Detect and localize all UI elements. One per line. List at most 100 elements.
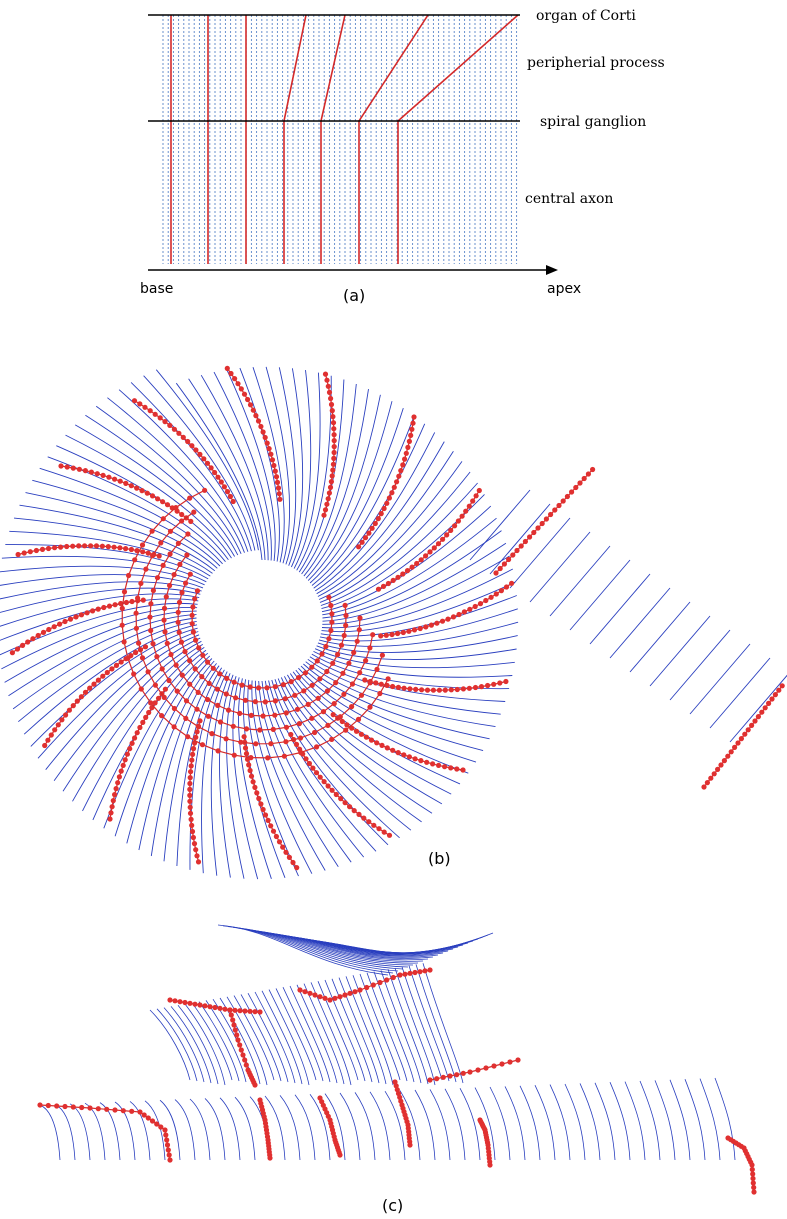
bead: [194, 588, 201, 594]
dashed-fiber-lines: [162, 15, 518, 264]
blue-fiber: [303, 983, 345, 1085]
bead: [162, 629, 168, 635]
bead: [100, 673, 106, 679]
blue-fiber: [319, 608, 518, 642]
bead: [227, 493, 233, 500]
bead: [235, 1037, 241, 1043]
bead: [413, 686, 419, 693]
bead: [193, 847, 199, 853]
bead: [742, 731, 748, 737]
bead: [478, 684, 485, 690]
bead: [409, 426, 415, 432]
bead: [117, 545, 123, 551]
bead: [384, 977, 390, 983]
bead: [422, 968, 428, 974]
bead: [329, 787, 335, 793]
blue-fiber: [282, 987, 324, 1082]
blue-fiber: [126, 658, 213, 844]
bead: [157, 415, 163, 421]
bead: [363, 658, 369, 664]
bead: [329, 619, 335, 625]
bead: [342, 602, 348, 609]
bead: [337, 1152, 343, 1158]
bead: [139, 542, 146, 548]
bead: [160, 499, 166, 505]
bead: [76, 466, 82, 472]
bead: [380, 583, 387, 590]
bead: [187, 780, 193, 787]
bead: [751, 1184, 757, 1191]
bead: [296, 675, 302, 681]
bead: [192, 1001, 198, 1007]
bead: [252, 1082, 258, 1088]
bead: [256, 795, 262, 802]
blue-fiber: [317, 635, 518, 653]
bead: [119, 622, 125, 628]
label-spiral-ganglion: spiral ganglion: [540, 114, 646, 130]
blue-fiber: [317, 451, 454, 597]
bead: [448, 765, 454, 771]
blue-fiber: [459, 1088, 481, 1161]
bead: [39, 546, 46, 553]
bead: [715, 766, 721, 773]
bead: [390, 747, 396, 753]
bead: [375, 586, 382, 592]
bead: [390, 577, 396, 584]
bead: [359, 539, 365, 545]
bead: [270, 726, 276, 733]
bead: [535, 525, 541, 531]
bead: [343, 612, 349, 619]
bead: [194, 853, 200, 859]
bead: [430, 687, 436, 693]
bead: [247, 767, 253, 774]
blue-fiber: [303, 389, 369, 577]
blue-fiber: [369, 1091, 391, 1161]
bead: [325, 496, 331, 502]
red-fiber: [397, 14, 519, 264]
bead: [301, 688, 307, 694]
blue-fiber: [549, 1084, 571, 1161]
bead: [277, 496, 283, 502]
bead: [329, 736, 335, 743]
bead: [235, 381, 241, 387]
bead: [189, 612, 195, 618]
bead: [42, 742, 48, 749]
blue-fiber: [143, 375, 256, 551]
bead: [148, 700, 154, 706]
bead: [367, 704, 373, 710]
bead: [569, 489, 575, 495]
bead: [182, 649, 188, 655]
bead: [112, 476, 118, 482]
blue-fiber: [118, 389, 249, 552]
blue-fiber: [238, 678, 272, 879]
bead: [148, 601, 154, 607]
bead: [379, 742, 385, 749]
bead: [175, 619, 181, 625]
blue-fiber: [709, 657, 771, 729]
blue-fiber: [39, 1104, 61, 1161]
bead: [274, 479, 281, 485]
bead: [485, 682, 491, 689]
red-fiber: [134, 400, 234, 502]
bead: [344, 722, 350, 728]
blue-fiber: [469, 489, 531, 561]
bead: [82, 543, 88, 549]
bead: [362, 677, 368, 683]
bead: [168, 651, 174, 658]
bead: [230, 723, 236, 729]
bead: [260, 429, 266, 435]
bead: [132, 735, 138, 741]
blue-fiber: [200, 374, 269, 561]
bead: [266, 446, 272, 452]
blue-fiber: [318, 621, 519, 647]
bead: [357, 615, 363, 621]
bead: [363, 734, 369, 740]
blue-fiber: [226, 676, 245, 879]
bead: [161, 617, 167, 623]
bead: [176, 629, 182, 635]
blue-fiber: [474, 1087, 496, 1161]
bead: [171, 724, 177, 730]
bead: [57, 621, 63, 627]
bead: [193, 734, 199, 740]
bead: [223, 736, 229, 742]
